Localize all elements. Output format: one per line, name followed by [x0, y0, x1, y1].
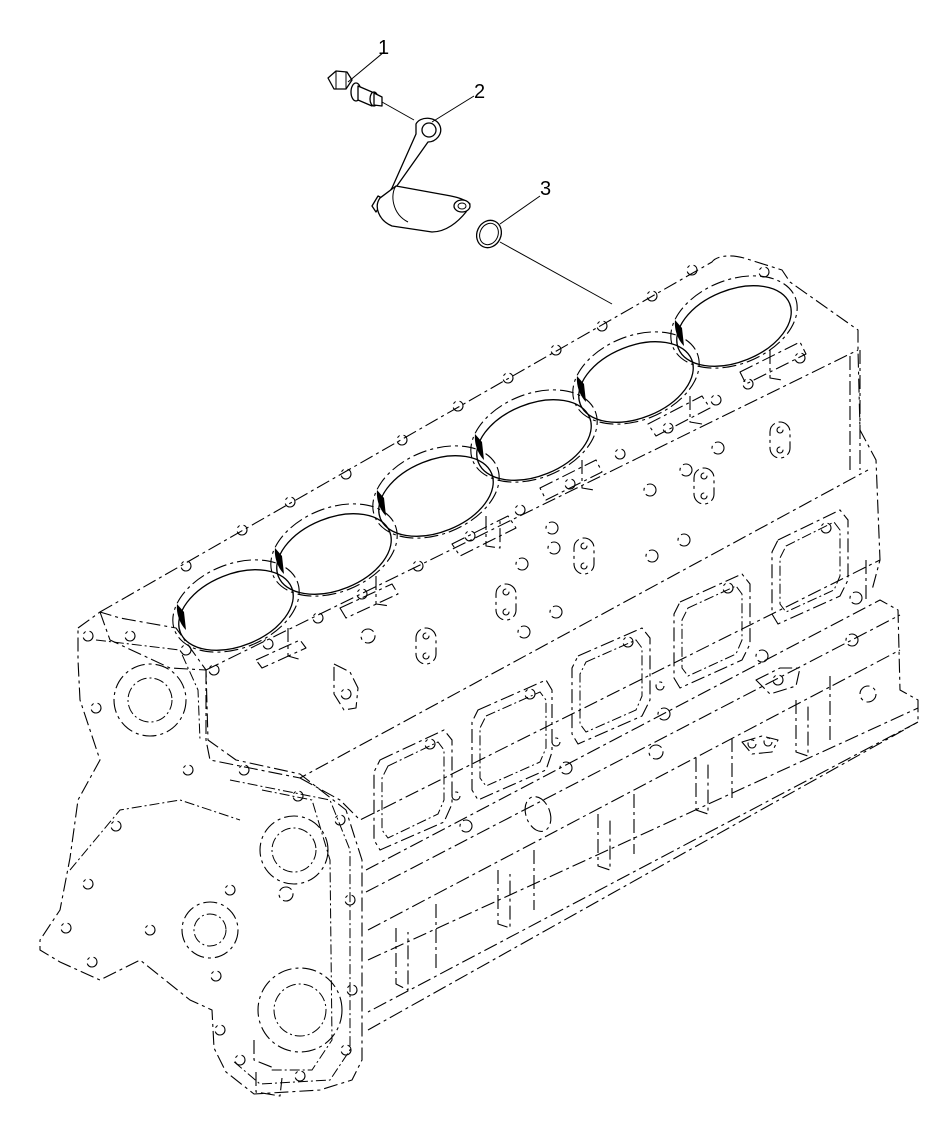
side-wall-features — [333, 421, 877, 760]
part-3-o-ring[interactable] — [472, 216, 613, 305]
callout-labels: 1 2 3 — [378, 37, 551, 200]
part-1-bolt[interactable] — [327, 70, 415, 121]
callout-leaders — [347, 51, 541, 225]
callout-2-label: 2 — [474, 81, 485, 103]
callout-1-label: 1 — [378, 37, 389, 59]
bearing-ribs — [395, 676, 831, 991]
deck-bolt-holes — [180, 264, 806, 676]
part-2-bracket-tube[interactable] — [371, 117, 471, 233]
front-face-holes — [60, 630, 358, 1082]
deck-coolant-slots — [255, 341, 807, 669]
callout-3-label: 3 — [540, 178, 551, 200]
cylinder-bores — [172, 275, 798, 653]
crankcase-windows — [373, 509, 863, 851]
engine-block — [39, 255, 919, 1097]
